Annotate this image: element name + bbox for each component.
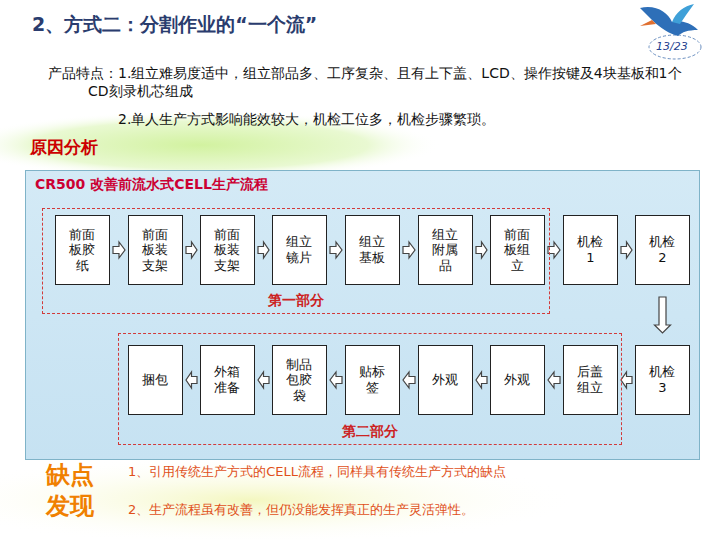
dashed-group: 第一部分 前面板胶纸 前面板装支架 前面板装支架 组立镜片 组立基板 组立附属品 前面板组立 bbox=[42, 208, 550, 314]
process-box: 外观 bbox=[418, 345, 473, 415]
flow-arrow bbox=[621, 242, 632, 258]
step-label: 机检2 bbox=[646, 234, 680, 265]
flow-arrow bbox=[548, 372, 560, 388]
process-box: 组立附属品 bbox=[418, 215, 473, 285]
step-label: 制品包胶袋 bbox=[283, 357, 317, 404]
section-heading: 原因分析 bbox=[30, 136, 150, 158]
flow-arrow bbox=[186, 242, 197, 258]
defect-heading: 缺点发现 bbox=[46, 460, 96, 522]
flow-arrow bbox=[476, 242, 487, 258]
step-label: 前面板装支架 bbox=[139, 227, 173, 274]
flow-arrow bbox=[403, 372, 415, 388]
panel-ground bbox=[25, 170, 700, 460]
flow-arrow bbox=[258, 242, 269, 258]
flow-arrow bbox=[330, 372, 342, 388]
step-label: 前面板组立 bbox=[501, 227, 535, 274]
step-label: 机检1 bbox=[574, 234, 608, 265]
process-box: 前面板装支架 bbox=[128, 215, 183, 285]
step-label: 贴标签 bbox=[356, 364, 390, 395]
process-box: 贴标签 bbox=[345, 345, 400, 415]
flow-arrow bbox=[330, 242, 342, 258]
process-box: 外观 bbox=[490, 345, 545, 415]
step-label: 后盖组立 bbox=[574, 364, 608, 395]
process-box: 前面板装支架 bbox=[200, 215, 255, 285]
feature-note: 产品特点：1.组立难易度适中，组立部品多、工序复杂、且有上下盖、LCD、操作按键… bbox=[48, 64, 688, 100]
group-label: 第一部分 bbox=[43, 292, 549, 310]
process-box: 捆包 bbox=[128, 345, 183, 415]
flow-arrow bbox=[113, 242, 125, 258]
panel-title: CR500 改善前流水式CELL生产流程 bbox=[35, 176, 268, 194]
step-label: 机检3 bbox=[646, 364, 680, 395]
flow-arrow bbox=[186, 372, 197, 388]
flow-arrow bbox=[258, 372, 269, 388]
step-label: 前面板装支架 bbox=[211, 227, 245, 274]
process-box: 前面板组立 bbox=[490, 215, 545, 285]
process-box: 后盖组立 bbox=[563, 345, 618, 415]
flow-arrow bbox=[476, 372, 487, 388]
process-box: 组立镜片 bbox=[272, 215, 327, 285]
defect-note: 2、生产流程虽有改善，但仍没能发挥真正的生产灵活弹性。 bbox=[128, 502, 698, 519]
flow-arrow bbox=[655, 297, 671, 333]
process-box: 机检3 bbox=[635, 345, 690, 415]
process-box: 外箱准备 bbox=[200, 345, 255, 415]
step-label: 组立附属品 bbox=[429, 227, 463, 274]
flow-panel: CR500 改善前流水式CELL生产流程第一部分 前面板胶纸 前面板装支架 前面板装支… bbox=[25, 170, 700, 460]
feature-note: 2.单人生产方式影响能效较大，机检工位多，机检步骤繁琐。 bbox=[118, 110, 698, 128]
flow-arrow bbox=[621, 372, 632, 388]
bird-logo bbox=[640, 4, 701, 59]
step-label: 组立基板 bbox=[356, 234, 390, 265]
process-box: 组立基板 bbox=[345, 215, 400, 285]
group-label: 第二部分 bbox=[119, 423, 621, 441]
page-title: 2、方式二：分割作业的“一个流” bbox=[32, 12, 317, 38]
step-label: 外观 bbox=[429, 372, 463, 388]
step-label: 外观 bbox=[501, 372, 535, 388]
step-label: 外箱准备 bbox=[211, 364, 245, 395]
process-box: 机检2 bbox=[635, 215, 690, 285]
step-label: 前面板胶纸 bbox=[66, 227, 100, 274]
flow-arrow bbox=[403, 242, 415, 258]
process-box: 前面板胶纸 bbox=[55, 215, 110, 285]
step-label: 捆包 bbox=[139, 372, 173, 388]
step-label: 组立镜片 bbox=[283, 234, 317, 265]
process-box: 机检1 bbox=[563, 215, 618, 285]
process-box: 制品包胶袋 bbox=[272, 345, 327, 415]
defect-note: 1、引用传统生产方式的CELL流程，同样具有传统生产方式的缺点 bbox=[128, 464, 698, 481]
dashed-group: 第二部分 后盖组立 外观 外观 贴标签 制品包胶袋 外箱准备 捆包 bbox=[118, 333, 622, 445]
page-number: 13/23 bbox=[656, 40, 696, 54]
